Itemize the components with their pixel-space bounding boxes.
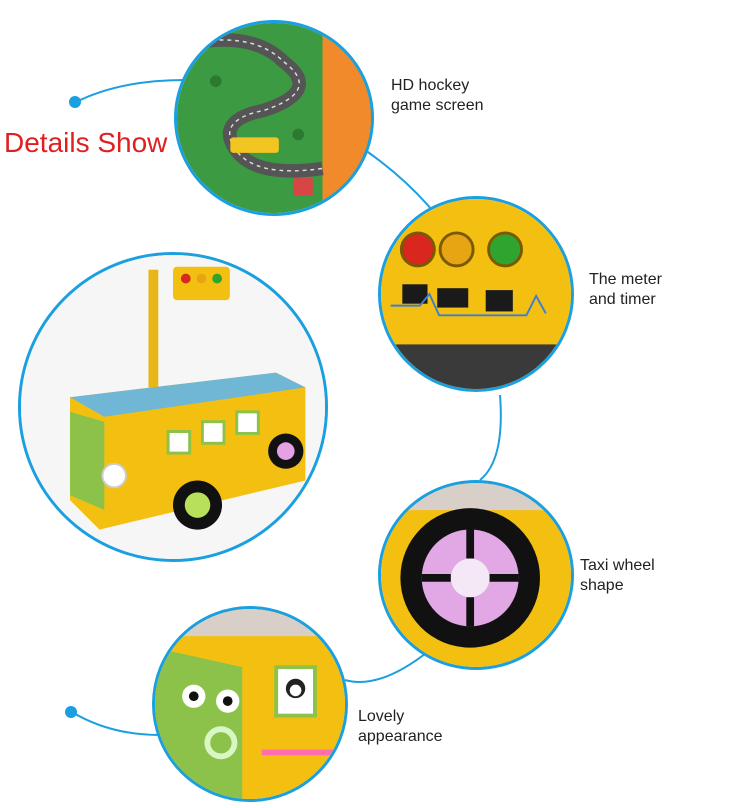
caption-line: and timer bbox=[589, 291, 656, 308]
game-screen-photo bbox=[174, 20, 374, 216]
caption-line: The meter bbox=[589, 271, 662, 288]
caption-line: shape bbox=[580, 577, 624, 594]
caption-line: HD hockey bbox=[391, 77, 470, 94]
taxi-wheel-photo bbox=[378, 480, 574, 670]
caption-meter-timer: The meter and timer bbox=[589, 270, 662, 310]
hockey-machine-photo bbox=[18, 252, 328, 562]
caption-line: Lovely bbox=[358, 708, 405, 725]
caption-line: Taxi wheel bbox=[580, 557, 655, 574]
caption-taxi-wheel: Taxi wheel shape bbox=[580, 556, 655, 596]
bus-front-photo bbox=[152, 606, 348, 802]
caption-game-screen: HD hockey game screen bbox=[391, 76, 484, 116]
meter-timer-photo bbox=[378, 196, 574, 392]
caption-line: appearance bbox=[358, 728, 443, 745]
connector-dot bbox=[65, 706, 77, 718]
connector-dot bbox=[69, 96, 81, 108]
details-show-heading: Details Show bbox=[4, 127, 168, 158]
caption-lovely-appearance: Lovely appearance bbox=[358, 707, 443, 747]
caption-line: game screen bbox=[391, 97, 484, 114]
